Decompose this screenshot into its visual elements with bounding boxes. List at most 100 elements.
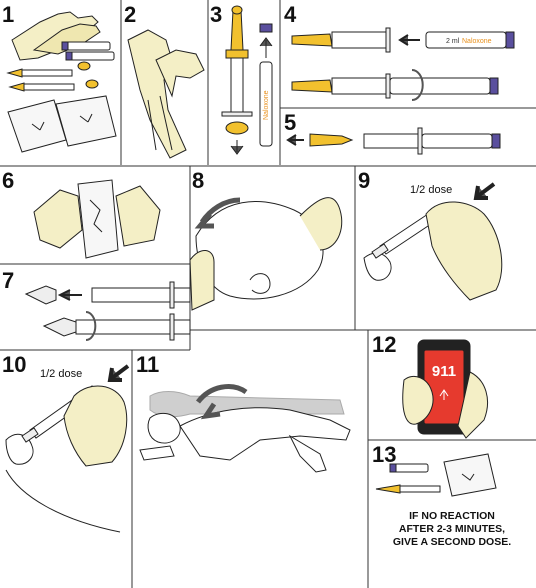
end-cap-icon — [225, 121, 249, 135]
glove-icon — [32, 23, 101, 55]
syringe-cap-icon — [291, 33, 333, 47]
vial-cap-icon — [65, 51, 73, 61]
second-dose-instruction: IF NO REACTION AFTER 2-3 MINUTES, GIVE A… — [368, 510, 536, 549]
step-number-1: 1 — [2, 2, 15, 27]
vial-icon — [65, 41, 111, 51]
packet-icon — [77, 179, 119, 259]
vial-icon — [173, 287, 191, 303]
step-number-11: 11 — [136, 352, 160, 377]
step-number-4: 4 — [284, 2, 297, 27]
step-number-5: 5 — [284, 110, 297, 135]
vial-cap-icon — [489, 77, 499, 95]
vial-text: Naloxone — [263, 90, 270, 120]
syringe-barrel-icon — [91, 287, 173, 303]
ear-icon — [249, 273, 271, 294]
syringe-cap-icon — [291, 79, 333, 93]
gloved-hand-icon — [457, 371, 488, 439]
arrow-left-icon — [286, 134, 304, 146]
syringe-flange-icon — [169, 313, 175, 341]
atomizer-icon — [31, 121, 45, 131]
syringe-flange-icon — [169, 281, 175, 309]
finger-lines — [147, 95, 173, 151]
vial-cap-icon — [259, 23, 273, 33]
half-dose-label-step-9: 1/2 dose — [410, 184, 453, 196]
syringe-cap-icon — [6, 68, 23, 78]
step-number-8: 8 — [192, 168, 205, 193]
atomizer-icon — [461, 473, 475, 481]
cap-icon — [85, 79, 99, 89]
panel-13-second-dose — [375, 453, 497, 497]
body-icon — [179, 407, 351, 461]
arrow-press-icon — [107, 364, 130, 382]
gloved-hand-icon — [189, 250, 215, 311]
syringe-cap-icon — [309, 133, 354, 147]
vial-drug-text: Naloxone — [462, 38, 492, 45]
rotate-arrow-icon — [411, 69, 424, 101]
step-number-3: 3 — [210, 2, 223, 27]
syringe-cap-icon — [8, 82, 25, 92]
gloved-hand-icon — [425, 201, 503, 301]
syringe-cap-icon — [375, 484, 401, 494]
syringe-icon — [21, 69, 73, 77]
atomizer-icon — [21, 427, 39, 443]
syringe-cap-icon — [230, 9, 244, 51]
syringe-flange-icon — [385, 27, 391, 53]
step-number-12: 12 — [372, 332, 397, 357]
atomizer-icon — [42, 317, 77, 337]
step-number-7: 7 — [2, 268, 15, 293]
vial-icon — [173, 319, 191, 335]
gloved-hand-icon — [402, 376, 434, 425]
gloved-hand-icon — [63, 385, 128, 467]
curved-arrow-icon — [196, 384, 248, 420]
atomizer-icon — [79, 113, 93, 123]
half-dose-label-step-10: 1/2 dose — [40, 368, 83, 380]
arrow-left-icon — [57, 289, 82, 301]
cap-top-icon — [231, 5, 243, 15]
syringe-barrel-icon — [331, 77, 389, 95]
call-icon — [439, 389, 449, 400]
panel-1-kit — [6, 11, 117, 153]
hand-icon — [155, 49, 205, 98]
syringe-barrel-icon — [75, 319, 173, 335]
head-icon — [195, 201, 324, 300]
head-icon — [147, 412, 181, 444]
panel-8-tilt-head — [189, 197, 343, 311]
panel-2-gloves — [127, 29, 205, 159]
gloved-hand-icon — [127, 29, 187, 159]
vial-icon — [393, 463, 429, 473]
vial-cap-icon — [61, 41, 69, 51]
step-number-2: 2 — [124, 2, 137, 27]
syringe-barrel-icon — [363, 133, 421, 149]
gloved-hand-icon — [33, 189, 83, 249]
arrow-press-icon — [473, 182, 496, 200]
syringe-barrel-icon — [230, 57, 244, 115]
vial-icon — [69, 51, 115, 61]
syringe-icon — [23, 83, 75, 91]
gloved-hand-icon — [299, 197, 343, 251]
arrow-left-icon — [398, 34, 420, 46]
instruction-line: GIVE A SECOND DOSE. — [392, 536, 512, 548]
panel-10-spray — [5, 364, 130, 533]
syringe-flange-icon — [417, 127, 423, 155]
step-number-13: 13 — [372, 442, 397, 467]
step-number-9: 9 — [358, 168, 371, 193]
panel-9-spray — [363, 182, 503, 301]
face-outline — [5, 469, 121, 533]
arrow-down-icon — [230, 140, 244, 155]
emergency-number: 911 — [432, 363, 456, 380]
instruction-line: AFTER 2-3 MINUTES, — [398, 523, 506, 535]
packet-icon — [443, 453, 497, 497]
step-number-10: 10 — [2, 352, 27, 377]
vial-icon — [259, 61, 273, 147]
panel-7-attach-atomizer — [24, 281, 191, 341]
cap-collar-icon — [225, 49, 249, 59]
syringe-flange-icon — [385, 73, 391, 99]
syringe-flange-icon — [221, 111, 253, 117]
instruction-line: IF NO REACTION — [409, 510, 495, 522]
leg-icon — [288, 434, 327, 473]
curved-arrow-icon — [194, 197, 241, 229]
panel-3-uncap: Naloxone — [221, 5, 273, 155]
arm-icon — [139, 445, 175, 461]
